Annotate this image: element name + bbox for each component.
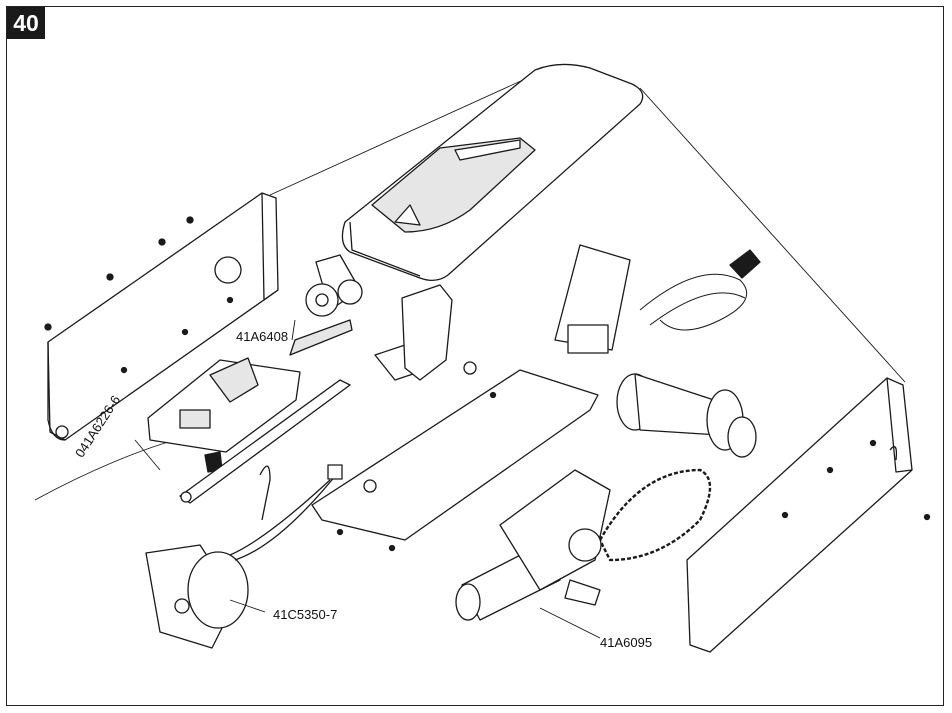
part-label-drive-motor: 41A6095 (600, 635, 653, 650)
left-chassis (44, 192, 279, 441)
pulley-assembly (289, 254, 363, 356)
assembly-guide-lines (34, 69, 906, 501)
part-label-pulley-assembly: 41A6408 (236, 329, 289, 344)
drive-chain (598, 468, 712, 562)
leader-lines (134, 319, 601, 639)
cover-shell (341, 63, 644, 282)
drive-motor (455, 469, 611, 621)
drive-sprocket (616, 373, 757, 458)
rail-bracket (401, 284, 477, 381)
logic-board (147, 357, 301, 473)
mounting-plate (311, 369, 599, 552)
right-chassis (686, 377, 931, 653)
diagram-frame (6, 6, 944, 706)
figure-number: 40 (7, 7, 45, 39)
sensor-motor (145, 464, 343, 649)
power-cord (554, 244, 761, 354)
part-label-sensor-motor: 41C5350-7 (273, 607, 338, 622)
